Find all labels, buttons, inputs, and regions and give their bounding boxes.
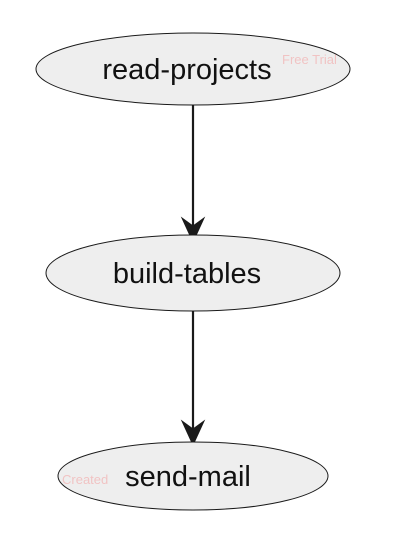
node-label: send-mail bbox=[125, 461, 251, 493]
node-build-tables: build-tables bbox=[45, 234, 341, 312]
node-ellipse bbox=[57, 441, 329, 511]
arrowhead-icon bbox=[180, 216, 206, 244]
edge-build-tables-to-send-mail bbox=[180, 310, 206, 447]
arrowhead-icon bbox=[180, 419, 206, 447]
node-label: read-projects bbox=[102, 54, 271, 86]
node-ellipse bbox=[45, 234, 341, 312]
node-send-mail: Created send-mail bbox=[57, 441, 329, 511]
node-label: build-tables bbox=[113, 258, 261, 290]
node-read-projects: Free Trial read-projects bbox=[35, 32, 351, 106]
watermark-text: Created bbox=[62, 472, 108, 487]
node-ellipse bbox=[35, 32, 351, 106]
watermark-text: Free Trial bbox=[282, 52, 337, 67]
edge-read-projects-to-build-tables bbox=[180, 105, 206, 244]
